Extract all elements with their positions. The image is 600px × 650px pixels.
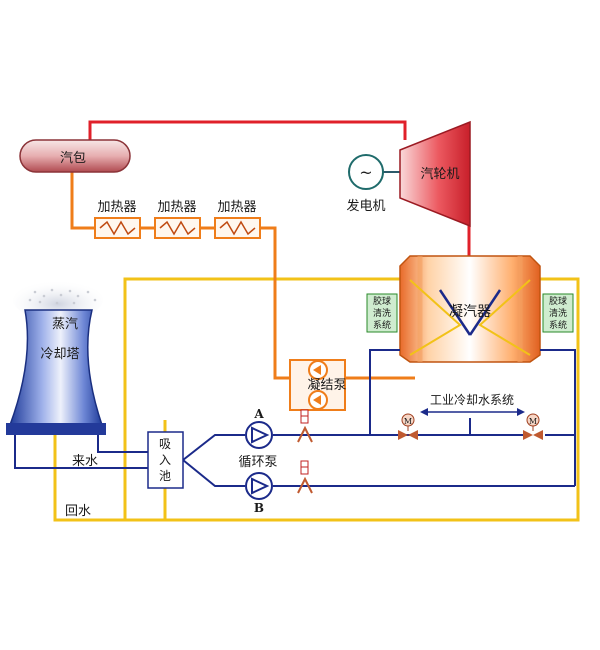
motor-valve-left-label: M: [404, 417, 412, 426]
industrial-cooling-arrows: 工业冷却水系统: [420, 393, 525, 416]
steam-drum-label: 汽包: [60, 151, 86, 166]
ball-cleaning-left: 胶球 清洗 系统: [366, 293, 398, 333]
pump-a-label: A: [253, 407, 264, 421]
suction-pool-1: 吸: [159, 437, 171, 451]
suction-pool-3: 池: [159, 469, 171, 483]
condenser: 凝汽器: [399, 255, 541, 363]
ball-clean-left-2: 清洗: [373, 307, 391, 319]
industrial-cooling-label: 工业冷却水系统: [430, 393, 514, 407]
steam-turbine: 汽轮机: [399, 120, 471, 228]
condensate-pump: 凝结泵: [289, 359, 347, 411]
cooling-tower: 蒸汽 冷却塔: [6, 280, 106, 435]
condenser-label: 凝汽器: [449, 304, 491, 320]
ball-clean-right-3: 系统: [549, 319, 567, 331]
heater-2-label: 加热器: [157, 200, 196, 215]
circulating-water-lines: [182, 349, 576, 487]
tower-pool-lines: [14, 435, 148, 469]
circulating-pump-b: B: [245, 472, 273, 515]
turbine-label: 汽轮机: [420, 167, 459, 182]
ball-cleaning-right: 胶球 清洗 系统: [542, 293, 574, 333]
heater-1: 加热器: [94, 200, 141, 239]
ball-clean-right-1: 胶球: [549, 295, 567, 307]
circulating-pump-a: A: [245, 407, 273, 449]
heater-2: 加热器: [154, 200, 201, 239]
generator-symbol: ~: [359, 163, 372, 182]
suction-pool: 吸 入 池: [147, 431, 184, 489]
condensate-pump-label: 凝结泵: [307, 377, 346, 393]
return-water-label: 回水: [65, 504, 91, 519]
motor-valve-right-label: M: [529, 417, 537, 426]
check-valve-b: [297, 460, 313, 494]
circulating-pump-label: 循环泵: [238, 455, 277, 470]
inlet-water-label: 来水: [72, 454, 98, 469]
steam-drum: 汽包: [19, 139, 131, 173]
pump-b-label: B: [254, 501, 264, 515]
ball-clean-left-3: 系统: [373, 319, 391, 331]
heater-3-label: 加热器: [217, 200, 256, 215]
ball-clean-right-2: 清洗: [549, 307, 567, 319]
feedwater-line: [70, 172, 415, 380]
heater-3: 加热器: [214, 200, 261, 239]
heater-1-label: 加热器: [97, 200, 136, 215]
suction-pool-2: 入: [159, 453, 171, 467]
steam-label: 蒸汽: [52, 317, 78, 332]
motor-valve-right: M: [523, 413, 543, 440]
ball-clean-left-1: 胶球: [373, 295, 391, 307]
generator-label: 发电机: [346, 198, 385, 214]
check-valve-a: [297, 409, 313, 443]
generator: ~ 发电机: [346, 154, 400, 214]
cooling-tower-label: 冷却塔: [40, 347, 79, 362]
motor-valve-left: M: [398, 413, 418, 440]
